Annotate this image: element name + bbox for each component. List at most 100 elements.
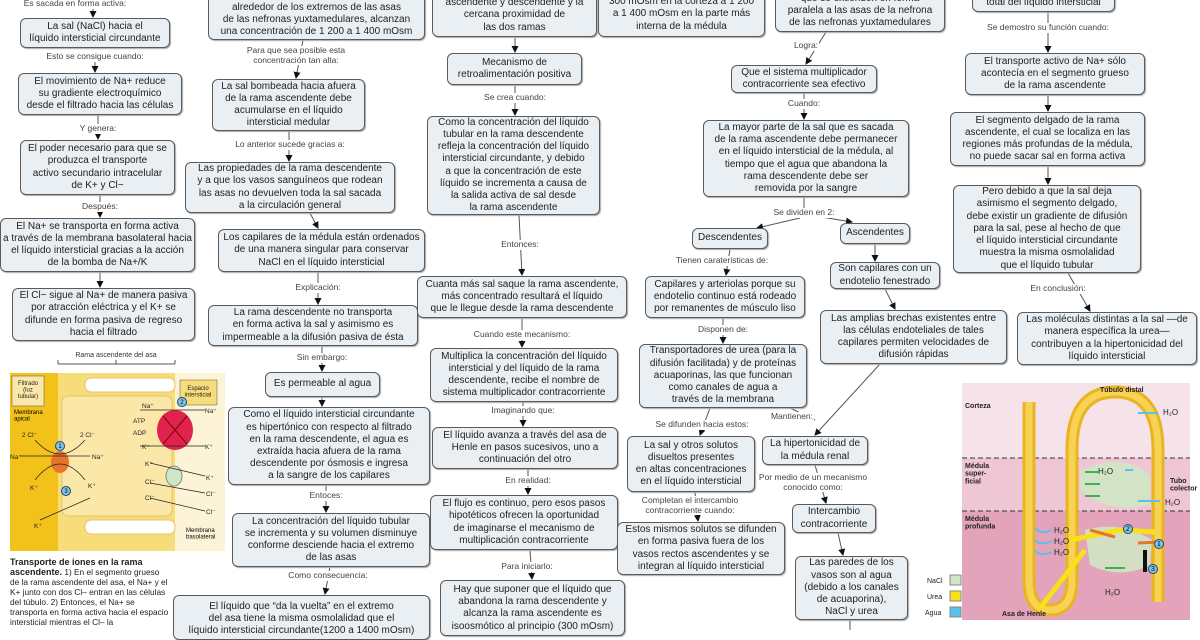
- concept-node: El líquido avanza a través del asa de He…: [432, 427, 618, 469]
- concept-node: Pero debido a que la sal deja asimismo e…: [953, 185, 1141, 273]
- link-label: Como consecuencia:: [287, 570, 369, 581]
- ion-label: Na⁺: [10, 454, 22, 461]
- water-label: H₂O: [1105, 588, 1120, 597]
- water-label: H₂O: [1054, 526, 1069, 535]
- water-label: H₂O: [1163, 408, 1178, 417]
- step-number: 3: [64, 489, 68, 495]
- concept-node: Mecanismo de retroalimentación positiva: [447, 53, 582, 85]
- ion-label: 2 Cl⁻: [22, 432, 38, 439]
- link-label: Se dividen en 2:: [772, 207, 836, 218]
- link-label: Cuando:: [786, 98, 822, 109]
- ion-label: Na⁺: [142, 403, 154, 410]
- step-number: 3: [1151, 566, 1155, 573]
- cortex-label: Corteza: [965, 403, 991, 410]
- concept-node: Hay que suponer que el líquido que aband…: [440, 580, 625, 636]
- concept-node: Son capilares con un endotelio fenestrad…: [830, 262, 940, 289]
- ion-label: Cl⁻: [206, 491, 216, 498]
- ion-label: 2 Cl⁻: [80, 432, 96, 439]
- step-number: 1: [1157, 541, 1161, 548]
- link-label: En conclusión:: [1029, 283, 1087, 294]
- link-label: Lo anterior sucede gracias a:: [234, 139, 346, 150]
- concept-node: La sal y otros solutos disueltos present…: [627, 436, 755, 492]
- link-label: Cuando este mecanismo:: [472, 329, 572, 340]
- link-label: Logra:: [792, 40, 820, 51]
- concept-node: Cuanta más sal saque la rama ascendente,…: [417, 276, 627, 318]
- link-label: Después:: [81, 201, 119, 212]
- link-label: Para iniciarlo:: [500, 561, 554, 572]
- ion-label: Na⁺: [92, 454, 104, 461]
- link-label: Sin embargo:: [295, 352, 349, 363]
- concept-node: La sal bombeada hacia afuera de la rama …: [212, 79, 365, 131]
- link-label: Es sacada en forma activa:: [22, 0, 128, 9]
- figure-caption: Transporte de iones en la rama ascendent…: [10, 557, 170, 627]
- link-label: Mantienen:: [769, 411, 815, 422]
- concept-node: El flujo es continuo, pero esos pasos hi…: [430, 495, 618, 550]
- concept-node: El segmento delgado de la rama ascendent…: [950, 112, 1145, 166]
- concept-node: La concentración del líquido tubular se …: [232, 513, 430, 567]
- concept-node: Capilares y arteriolas porque su endotel…: [645, 276, 805, 318]
- concept-node: El transporte activo de Na+ sólo acontec…: [965, 53, 1145, 95]
- concept-node: Como la concentración del líquido tubula…: [427, 116, 600, 215]
- concept-node: Descendentes: [692, 228, 768, 249]
- link-label: Por medio de un mecanismo conocido como:: [757, 472, 869, 492]
- cl-channel: [165, 465, 183, 487]
- concept-node: 300 mOsm en la corteza a 1 200 a 1 400 m…: [598, 0, 765, 37]
- concept-node: El movimiento de Na+ reduce su gradiente…: [18, 73, 182, 115]
- concept-node: Multiplica la concentración del líquido …: [430, 348, 618, 402]
- water-label: H₂O: [1098, 467, 1113, 476]
- concept-node: El Cl− sigue al Na+ de manera pasiva por…: [12, 288, 195, 341]
- concept-node: ascendente y descendente y la cercana pr…: [432, 0, 597, 37]
- legend-label: Agua: [925, 610, 941, 617]
- concept-node: Las moléculas distintas a la sal —de man…: [1017, 312, 1197, 365]
- link-label: Tienen carateristicas de:: [674, 255, 770, 266]
- water-label: H₂O: [1054, 548, 1069, 557]
- loop-of-henle-label: Asa de Henle: [1002, 611, 1046, 618]
- concept-node: Las paredes de los vasos son al agua (de…: [795, 556, 908, 620]
- figure-header: Rama ascendente del asa: [75, 352, 156, 359]
- legend: NaCl Urea Agua: [925, 574, 962, 618]
- ion-label: K⁺: [206, 475, 214, 482]
- caption-title: Transporte de iones en la rama ascendent…: [10, 557, 143, 577]
- caption-body: 1) En el segmento grueso de la rama asce…: [10, 567, 169, 627]
- step-number: 2: [180, 400, 184, 406]
- ion-label: K⁺: [142, 444, 150, 451]
- ion-label: ATP: [133, 418, 145, 425]
- concept-node: El líquido que “da la vuelta” en el extr…: [173, 595, 430, 640]
- water-label: H₂O: [1054, 537, 1069, 546]
- ion-label: Cl⁻: [145, 479, 155, 486]
- link-label: Imaginando que:: [490, 405, 556, 416]
- concept-node: La rama descendente no transporta en for…: [208, 305, 418, 346]
- link-label: Y genera:: [78, 123, 118, 134]
- concept-node: Intercambio contracorriente: [792, 504, 876, 533]
- concept-node: Estos mismos solutos se difunden en form…: [617, 522, 785, 575]
- concept-node: total del líquido intersticial: [972, 0, 1115, 12]
- concept-node: La hipertonicidad de la médula renal: [762, 436, 868, 465]
- ion-label: Na⁺: [205, 408, 217, 415]
- link-label: Entoces:: [308, 490, 344, 501]
- concept-node: Las amplias brechas existentes entre las…: [820, 310, 1007, 364]
- concept-node: Que el sistema multiplicador contracorri…: [731, 65, 877, 93]
- concept-node: Las propiedades de la rama descendente y…: [185, 162, 395, 213]
- step-number: 1: [58, 444, 62, 450]
- concept-node: El Na+ se transporta en forma activa a t…: [0, 218, 195, 272]
- concept-node: La sal (NaCl) hacia el líquido interstic…: [20, 18, 170, 48]
- distal-tubule-label: Túbulo distal: [1100, 387, 1144, 394]
- link-label: Se crea cuando:: [483, 92, 547, 103]
- legend-label: NaCl: [927, 578, 943, 585]
- concept-node: La mayor parte de la sal que es sacada d…: [703, 120, 909, 197]
- link-label: Completan el intercambio contracorriente…: [640, 495, 740, 515]
- step-number: 2: [1126, 526, 1130, 533]
- ion-label: ADP: [133, 430, 146, 437]
- link-label: Explicación:: [294, 282, 342, 293]
- link-label: Entonces:: [500, 239, 540, 250]
- concept-node: El poder necesario para que se produzca …: [20, 140, 175, 195]
- link-label: Para que sea posible esta concentración …: [245, 45, 347, 65]
- legend-label: Urea: [927, 594, 942, 601]
